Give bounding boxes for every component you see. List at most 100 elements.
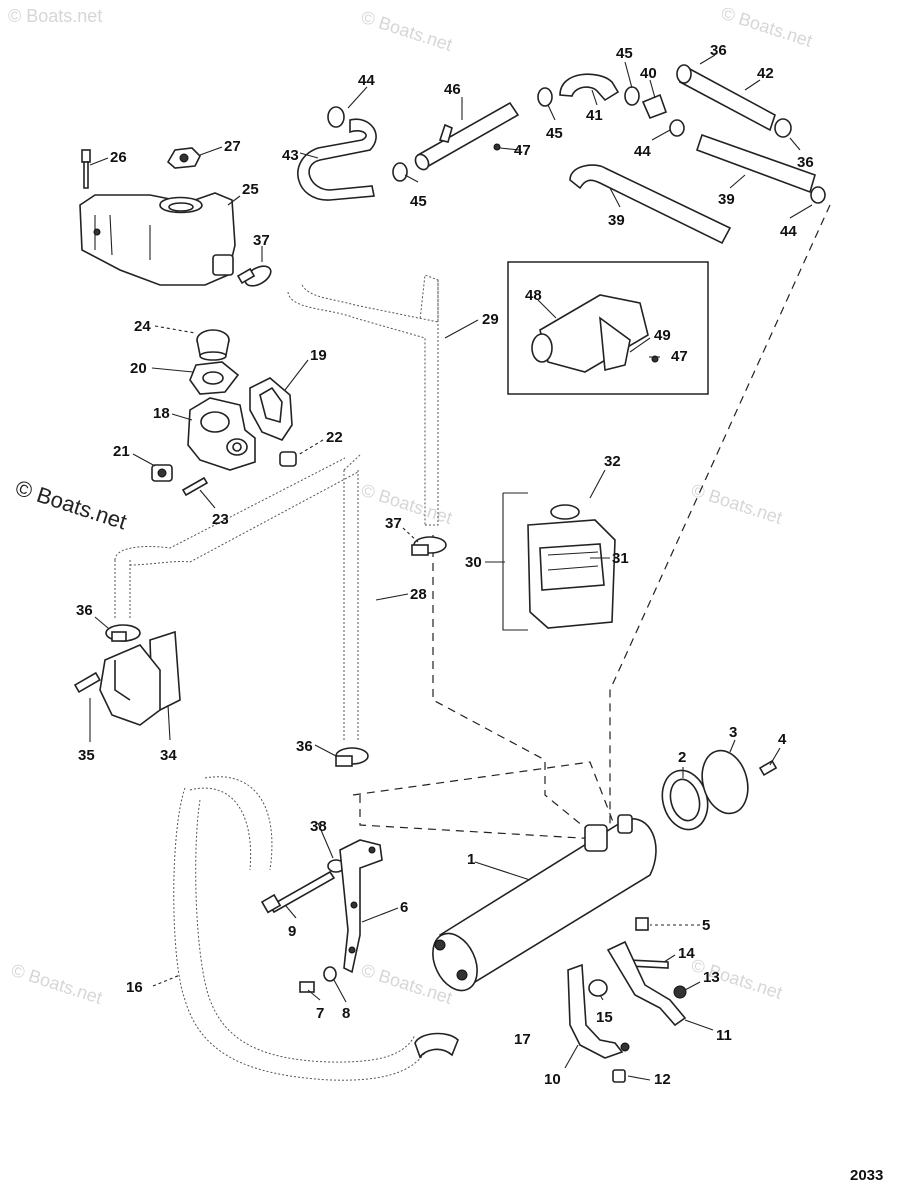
part-11-strap (606, 940, 687, 1027)
callout-46: 46 (444, 81, 461, 98)
watermark-text: © Boats.net (9, 960, 105, 1008)
part-36-hose-clamp-left (105, 624, 141, 642)
part-23-bolt (181, 476, 209, 497)
part-42-hose (676, 64, 776, 132)
callout-45-mid: 45 (546, 125, 563, 142)
callout-37: 37 (253, 232, 270, 249)
callout-30: 30 (465, 554, 482, 571)
part-44-clamp-right (669, 119, 826, 204)
part-40-fitting (641, 93, 668, 120)
callout-15: 15 (596, 1009, 613, 1026)
part-37-hose-clamp-lower (411, 536, 447, 556)
callout-22: 22 (326, 429, 343, 446)
part-8-washer (323, 966, 337, 982)
callout-21: 21 (113, 443, 130, 460)
watermark-text: © Boats.net (719, 3, 815, 51)
leader-lines (89, 54, 813, 1081)
callout-47: 47 (514, 142, 531, 159)
routing-dashed-lines (352, 204, 831, 850)
part-3-cover (701, 749, 749, 815)
part-25-reservoir (79, 192, 236, 286)
part-35-elbow (73, 644, 161, 726)
callout-40: 40 (640, 65, 657, 82)
part-39-hose-left (569, 164, 732, 245)
callout-26: 26 (110, 149, 127, 166)
part-19-gasket (249, 377, 293, 441)
figure-number: 2033 (850, 1167, 883, 1184)
callout-18: 18 (153, 405, 170, 422)
part-30-bracket (502, 492, 528, 631)
part-5-nut (635, 917, 649, 931)
callout-45-right: 45 (616, 45, 633, 62)
part-26-bolt (81, 149, 91, 189)
part-45-clamp-right (537, 86, 640, 107)
callout-39-left: 39 (608, 212, 625, 229)
callout-44-right: 44 (780, 223, 797, 240)
part-22-bolt (279, 451, 297, 467)
callout-31: 31 (612, 550, 629, 567)
part-32-cap (550, 504, 580, 520)
part-41-elbow-hose (559, 73, 620, 102)
callout-29: 29 (482, 311, 499, 328)
part-36-hose-clamp-lower (335, 747, 369, 767)
callout-38: 38 (310, 818, 327, 835)
callout-14: 14 (678, 945, 695, 962)
watermark-text: © Boats.net (8, 6, 102, 26)
callout-36-left: 36 (76, 602, 93, 619)
callout-45-left: 45 (410, 193, 427, 210)
callout-49: 49 (654, 327, 671, 344)
callout-4: 4 (778, 731, 787, 748)
callout-7: 7 (316, 1005, 324, 1022)
part-10-strap (567, 963, 630, 1059)
part-49-bracket (599, 316, 631, 372)
callout-6: 6 (400, 899, 408, 916)
inset-box (507, 261, 709, 395)
part-47-screw (493, 143, 501, 151)
part-18-thermostat-housing (187, 397, 256, 471)
callout-37-lower: 37 (385, 515, 402, 532)
callout-27: 27 (224, 138, 241, 155)
part-6-bracket (339, 839, 383, 974)
callout-35: 35 (78, 747, 95, 764)
part-44-clamp (327, 106, 345, 128)
callout-42: 42 (757, 65, 774, 82)
part-24-thermostat (196, 329, 230, 361)
callout-36-top: 36 (710, 42, 727, 59)
callout-24: 24 (134, 318, 151, 335)
callout-36-right: 36 (797, 154, 814, 171)
part-15-spacer (588, 979, 608, 997)
callout-44-left: 44 (358, 72, 375, 89)
callout-8: 8 (342, 1005, 350, 1022)
part-20-gasket (189, 361, 240, 395)
callout-13: 13 (703, 969, 720, 986)
callout-28: 28 (410, 586, 427, 603)
callout-1: 1 (467, 851, 475, 868)
callout-25: 25 (242, 181, 259, 198)
callout-9: 9 (288, 923, 296, 940)
part-13-nut (673, 985, 687, 999)
part-48-heat-exchanger-small (539, 294, 649, 373)
callout-10: 10 (544, 1071, 561, 1088)
callout-44-mid: 44 (634, 143, 651, 160)
part-45-clamp-left (392, 162, 408, 182)
callout-41: 41 (586, 107, 603, 124)
callout-12: 12 (654, 1071, 671, 1088)
callout-5: 5 (702, 917, 710, 934)
callout-34: 34 (160, 747, 177, 764)
part-37-hose-clamp-upper (236, 265, 272, 287)
watermark-text: © Boats.net (689, 480, 785, 528)
callout-43: 43 (282, 147, 299, 164)
callout-19: 19 (310, 347, 327, 364)
callout-11: 11 (716, 1027, 732, 1044)
callout-23: 23 (212, 511, 229, 528)
part-43-hose (297, 118, 377, 201)
callout-17: 17 (514, 1031, 531, 1048)
callout-39-right: 39 (718, 191, 735, 208)
callout-32: 32 (604, 453, 621, 470)
part-46-pipe (414, 101, 520, 171)
part-17-hose-end (414, 1032, 459, 1059)
part-4-screw (758, 759, 778, 777)
callout-48: 48 (525, 287, 542, 304)
